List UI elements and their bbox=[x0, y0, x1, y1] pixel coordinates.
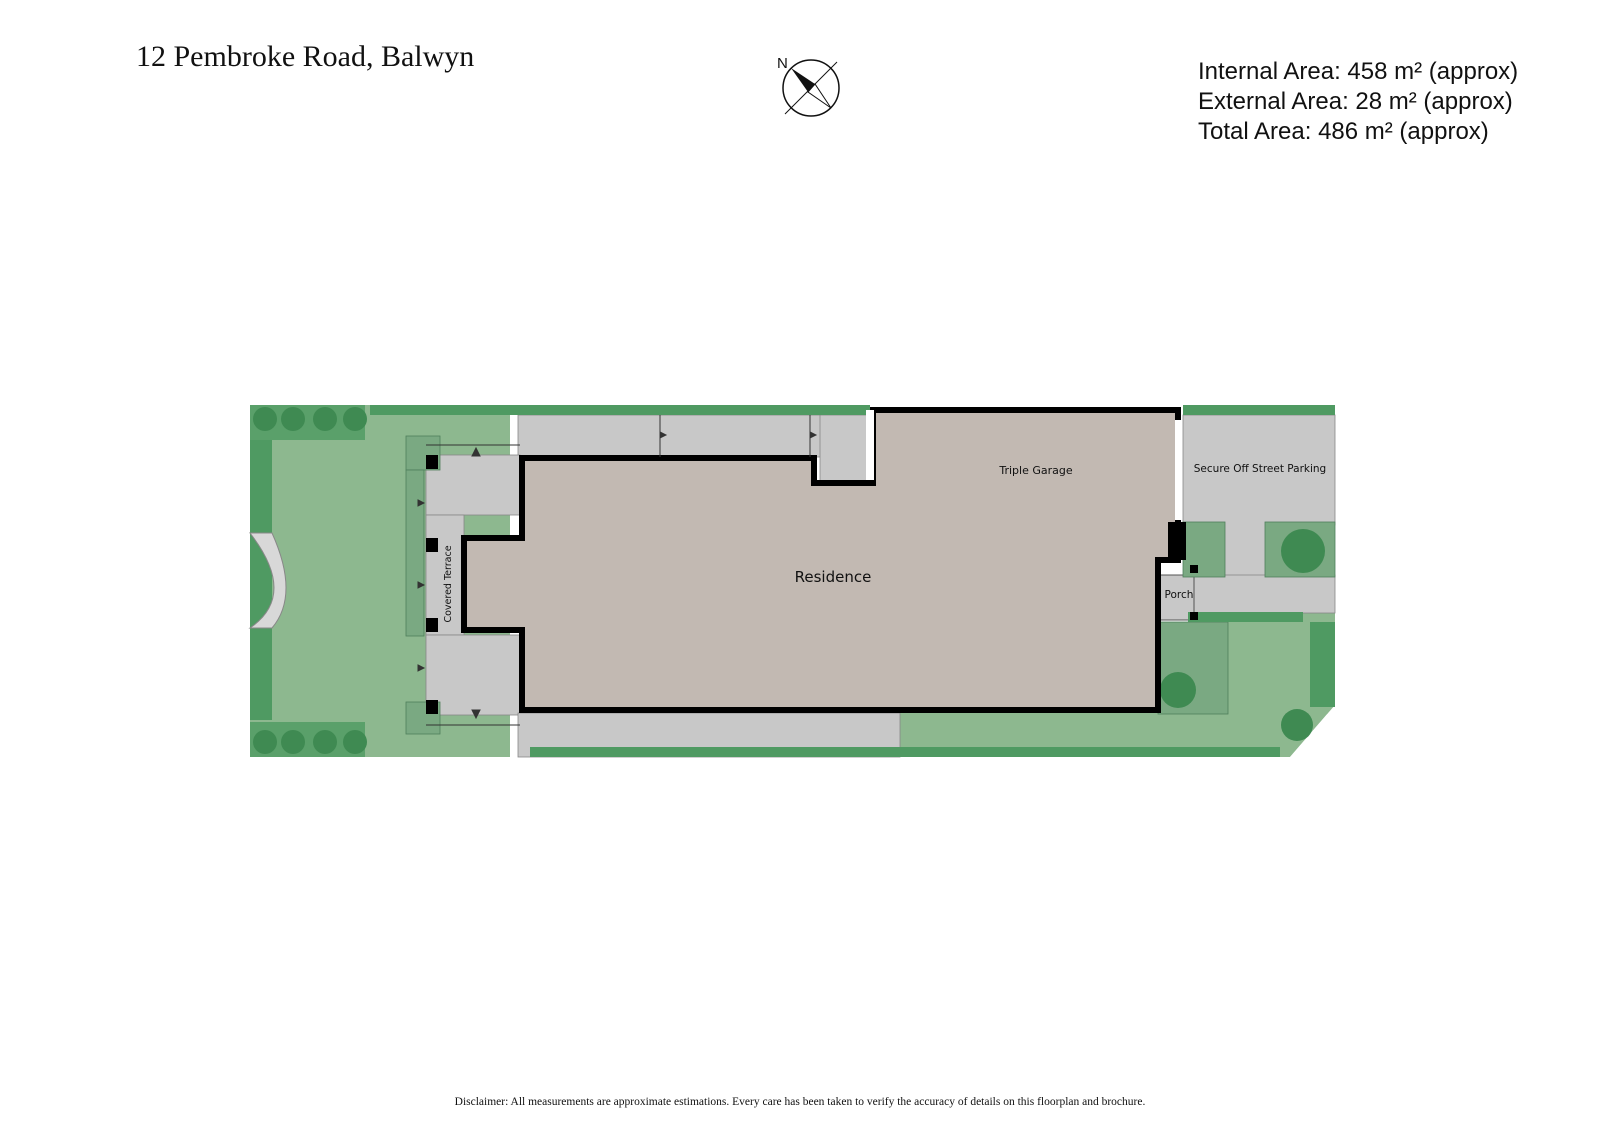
compass-north-label: N bbox=[777, 55, 788, 72]
west-garden-feature bbox=[248, 532, 287, 629]
porch-label: Porch bbox=[1165, 589, 1194, 601]
triple-garage-label: Triple Garage bbox=[998, 464, 1072, 477]
internal-area: Internal Area: 458 m² (approx) bbox=[1198, 58, 1519, 85]
north-compass-icon: N bbox=[777, 55, 840, 117]
step-markers bbox=[417, 415, 818, 726]
hedges bbox=[250, 405, 1335, 757]
paving-areas bbox=[425, 414, 1336, 758]
terrace-posts bbox=[426, 455, 1198, 714]
covered-terrace-label: Covered Terrace bbox=[443, 545, 454, 622]
external-area: External Area: 28 m² (approx) bbox=[1198, 88, 1513, 115]
total-area: Total Area: 486 m² (approx) bbox=[1198, 118, 1489, 145]
area-summary: Internal Area: 458 m² (approx) External … bbox=[1198, 57, 1518, 147]
property-address: 12 Pembroke Road, Balwyn bbox=[136, 40, 475, 73]
garage-door-east bbox=[1175, 420, 1181, 520]
secure-parking-label: Secure Off Street Parking bbox=[1194, 463, 1326, 475]
residence-label: Residence bbox=[795, 568, 872, 586]
garage-door-opening bbox=[866, 410, 874, 480]
exterior-walls bbox=[461, 407, 1181, 713]
garage-pillar bbox=[1168, 522, 1186, 560]
disclaimer-text: Disclaimer: All measurements are approxi… bbox=[454, 1096, 1146, 1108]
south-lawn bbox=[900, 705, 1335, 757]
residence-floor bbox=[464, 410, 1178, 710]
